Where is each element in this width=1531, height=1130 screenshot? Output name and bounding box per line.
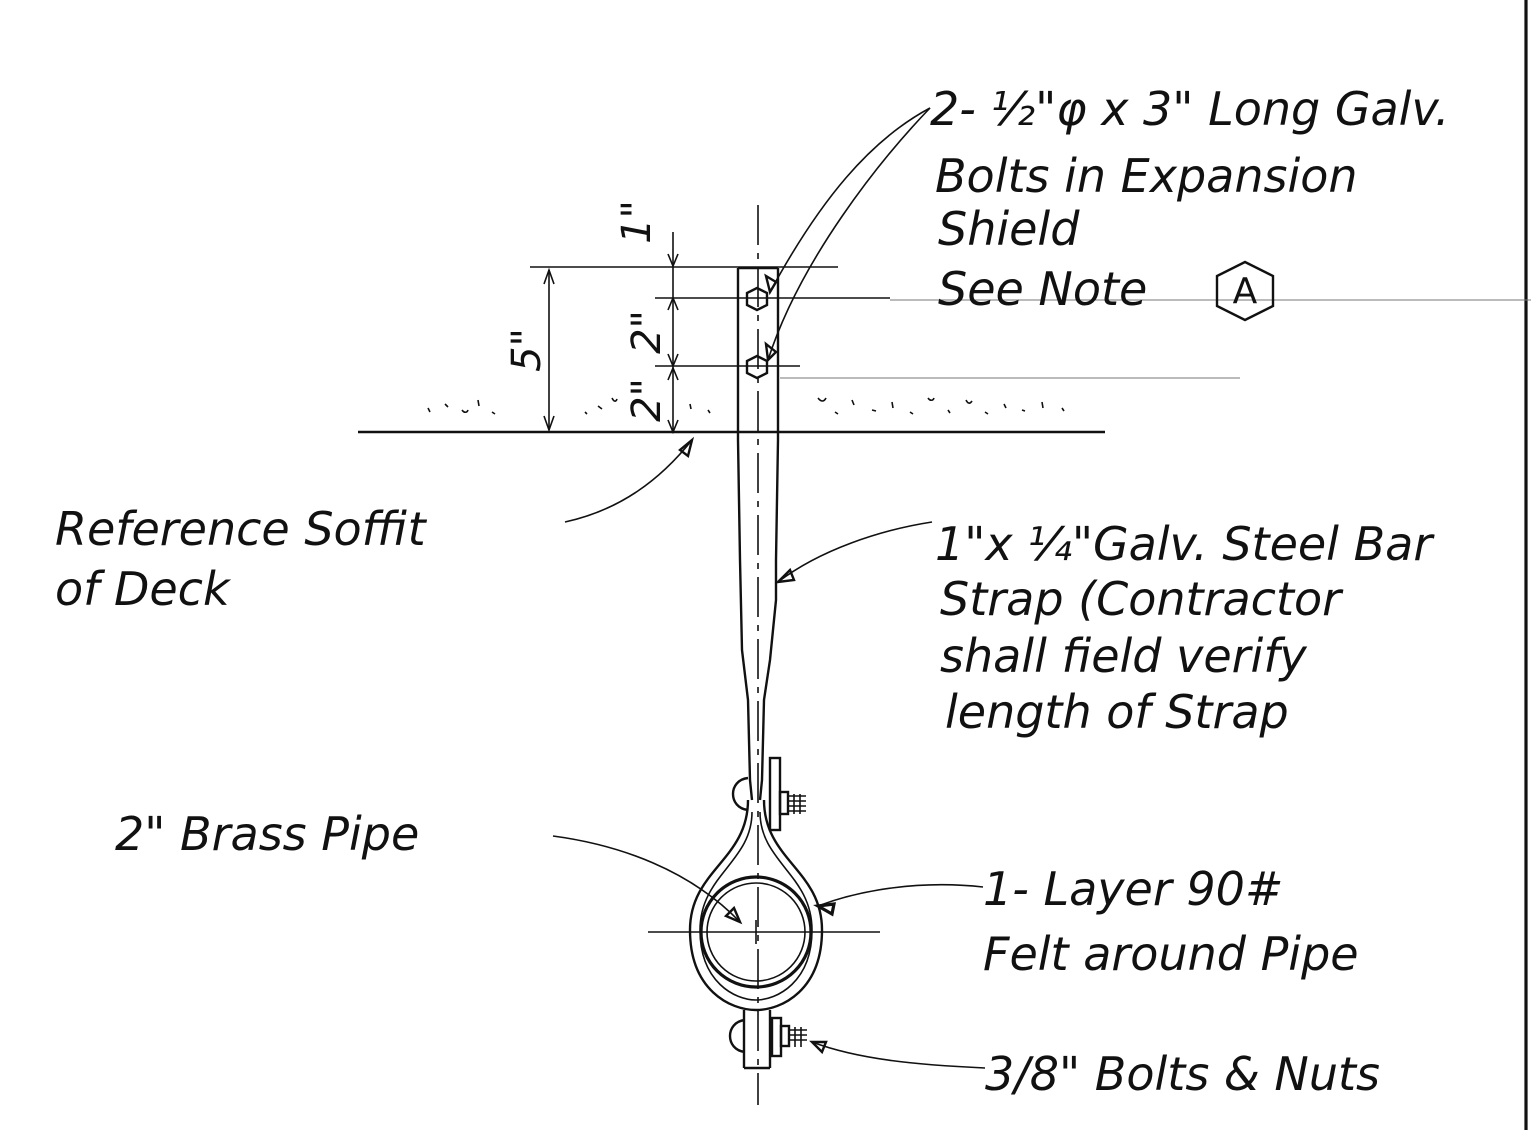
clamp-bolts <box>728 756 807 1058</box>
dim-total: 5" <box>504 328 550 372</box>
dim-bottom-offset: 2" <box>624 378 670 422</box>
extension-lines <box>530 266 1531 379</box>
pipe-callout: 2" Brass Pipe <box>115 807 419 861</box>
dim-top-offset: 1" <box>614 200 660 244</box>
dim-bolt-spacing: 2" <box>624 310 670 354</box>
strap-callout-line4: length of Strap <box>945 685 1289 739</box>
felt-callout-line1: 1- Layer 90# <box>983 862 1283 916</box>
bolts-callout-line2: Bolts in Expansion <box>935 149 1358 203</box>
bolts-callout-line1: 2- ½"φ x 3" Long Galv. <box>930 82 1450 136</box>
note-hexagon <box>1215 260 1275 322</box>
bolts-callout-line3: Shield <box>938 202 1080 256</box>
strap-callout-line3: shall field verify <box>940 629 1308 683</box>
dimension-lines <box>543 232 679 435</box>
soffit-callout-line1: Reference Soffit <box>55 502 428 556</box>
strap-callout-line2: Strap (Contractor <box>940 572 1344 626</box>
expansion-bolt-hexes <box>745 286 769 380</box>
small-bolts-callout: 3/8" Bolts & Nuts <box>985 1047 1380 1101</box>
steel-bar-strap <box>736 266 780 801</box>
bolts-callout-line4: See Note <box>938 262 1147 316</box>
concrete-stipple <box>427 397 1065 415</box>
pipe-clamp <box>648 799 880 1070</box>
soffit-callout-line2: of Deck <box>55 562 232 616</box>
felt-callout-line2: Felt around Pipe <box>983 927 1359 981</box>
leader-lines <box>552 107 986 1069</box>
deck-soffit <box>358 397 1105 434</box>
note-reference-letter: A <box>1233 271 1258 312</box>
strap-callout-line1: 1"x ¼"Galv. Steel Bar <box>935 517 1435 571</box>
